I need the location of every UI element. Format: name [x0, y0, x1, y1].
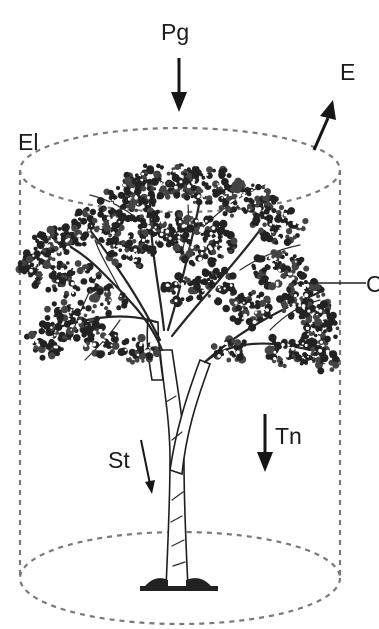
foliage-cluster	[222, 290, 272, 332]
boundary-label: El	[18, 129, 38, 155]
stem-flux-label: St	[108, 447, 130, 473]
foliage-cluster	[160, 272, 201, 307]
tree-trunk	[147, 320, 210, 588]
down-flux-arrow	[257, 414, 273, 472]
foliage-cluster	[250, 205, 309, 246]
down-flux-label: Tn	[275, 423, 302, 449]
top-flux-label: Pg	[161, 19, 189, 45]
cylinder-top-ellipse	[20, 128, 340, 212]
foliage-cluster	[16, 247, 64, 293]
outgoing-flux-arrow	[314, 100, 336, 150]
stem-flux-arrow	[141, 440, 155, 494]
tree-illustration	[16, 163, 340, 591]
outgoing-flux-label: E	[340, 59, 355, 85]
foliage-cluster	[81, 320, 120, 358]
tree-foliage	[16, 163, 340, 374]
canopy-label: C	[366, 271, 379, 297]
foliage-cluster	[49, 260, 102, 299]
top-flux-arrow	[171, 58, 187, 112]
foliage-cluster	[71, 207, 127, 244]
